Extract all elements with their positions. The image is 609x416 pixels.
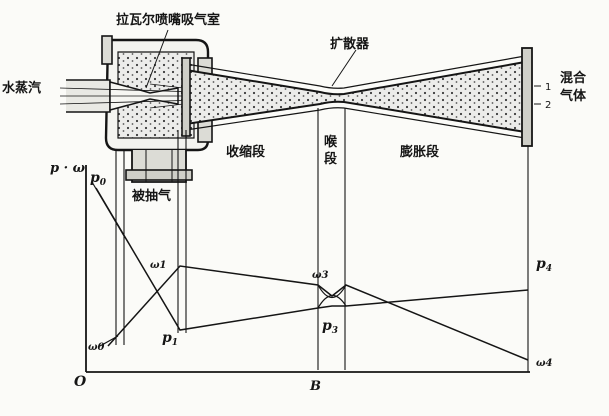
velocity-start [99,335,119,347]
symbol-w0: ω0 [88,342,105,353]
suction-inlet-flange [125,169,193,181]
axis-label-p-omega: p · ω [50,161,86,176]
symbol-p4: p4 [536,256,552,274]
label-mixed-gas-2: 气体 [560,88,587,104]
diffuser-inlet-flange [181,57,191,137]
chamber-flange-top [101,35,113,65]
pressure-start [91,181,125,237]
symbol-w3: ω3 [312,270,329,281]
velocity-curve [107,265,529,361]
section-guides [115,108,529,372]
label-section-2: 2 [545,100,551,111]
label-chamber: 拉瓦尔喷嘴吸气室 [116,12,220,28]
diffuser-outer-wall-top [185,55,526,89]
label-throat-1: 喉 [324,134,338,150]
ejector-apparatus [59,35,541,183]
axis-b: B [309,379,321,394]
label-section-1: 1 [545,82,551,93]
label-mixed-gas-1: 混合 [560,70,587,86]
pressure-curve [95,187,529,331]
diffuser-outer-wall-bottom [185,107,526,139]
axis-origin: O [74,374,87,390]
label-steam: 水蒸汽 [2,80,41,96]
diffuser-leader [331,49,357,87]
symbol-p1: p1 [162,330,178,348]
label-suction: 被抽气 [131,188,171,204]
label-expanding: 膨胀段 [399,144,439,160]
label-throat-2: 段 [324,151,337,167]
chamber-leader [145,29,169,89]
symbol-p3: p3 [322,318,338,336]
label-diffuser: 扩散器 [330,36,370,52]
symbol-w1: ω1 [150,260,166,271]
curves [85,165,530,373]
symbol-p0: p0 [90,170,107,188]
symbol-w4: ω4 [536,358,553,369]
outlet-flange [521,47,533,147]
throat-crossing-2 [317,294,347,309]
label-converging: 收缩段 [226,144,265,160]
leader-lines [145,29,357,89]
throat-crossing [317,284,347,299]
